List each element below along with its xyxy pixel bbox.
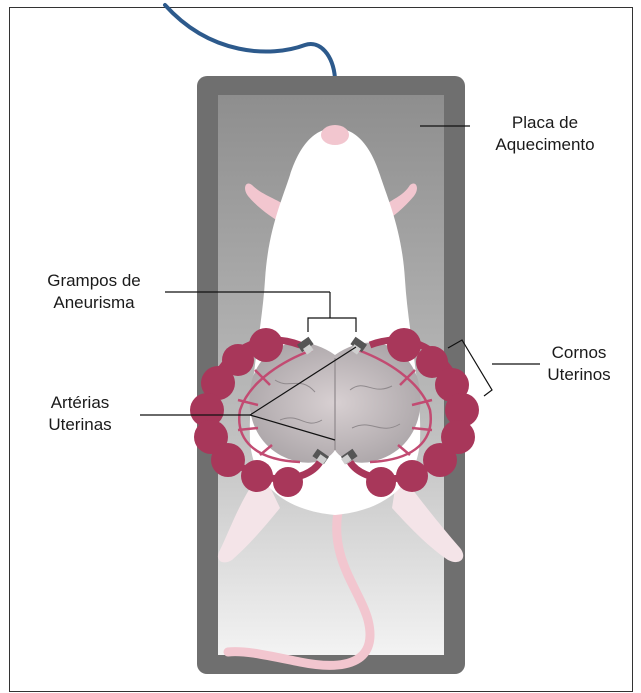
mouse-nose bbox=[321, 125, 349, 145]
heating-cable bbox=[165, 5, 335, 78]
label-uterine-horns-line1: Cornos bbox=[534, 342, 624, 364]
label-heating-plate-line1: Placa de bbox=[470, 112, 620, 134]
label-uterine-horns-line2: Uterinos bbox=[534, 364, 624, 386]
label-uterine-arteries: Artérias Uterinas bbox=[20, 392, 140, 436]
label-uterine-arteries-line1: Artérias bbox=[20, 392, 140, 414]
label-aneurysm-clips-line2: Aneurisma bbox=[24, 292, 164, 314]
label-heating-plate: Placa de Aquecimento bbox=[470, 112, 620, 156]
label-aneurysm-clips: Grampos de Aneurisma bbox=[24, 270, 164, 314]
label-uterine-horns: Cornos Uterinos bbox=[534, 342, 624, 386]
label-heating-plate-line2: Aquecimento bbox=[470, 134, 620, 156]
label-uterine-arteries-line2: Uterinas bbox=[20, 414, 140, 436]
label-aneurysm-clips-line1: Grampos de bbox=[24, 270, 164, 292]
